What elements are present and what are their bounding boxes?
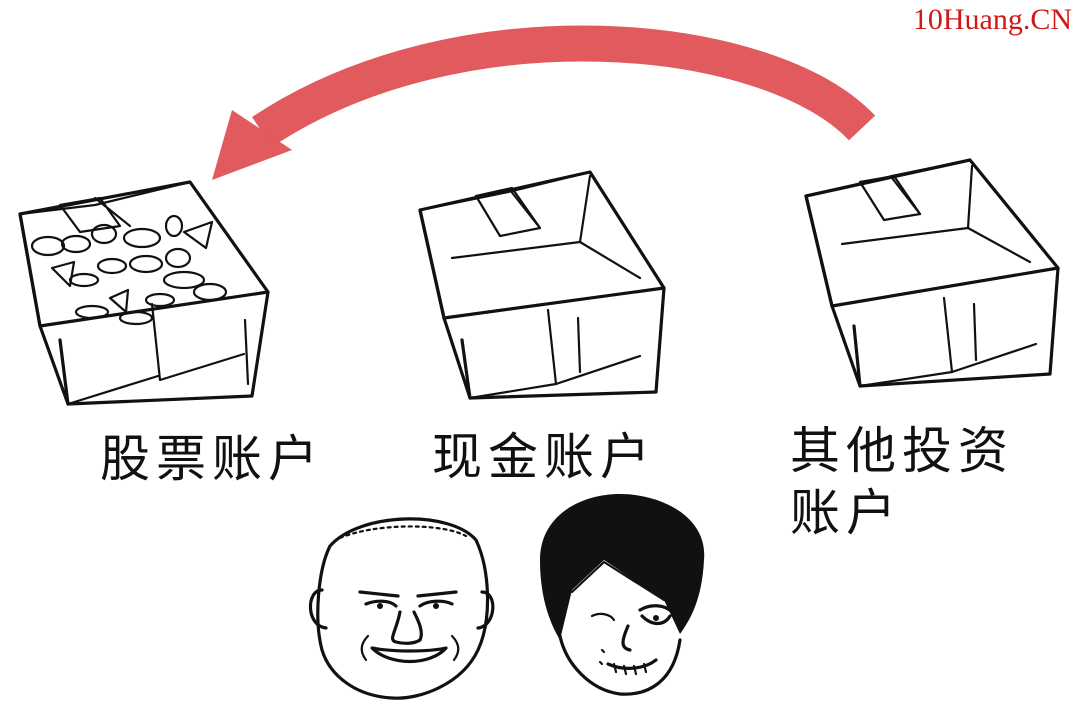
stock-account-label: 股票账户 [100,430,324,488]
other-investment-account-label: 其他投资 账户 [790,422,1014,542]
bald-man-face-icon [308,517,495,700]
other-box-icon [804,158,1060,388]
stock-box-icon [18,180,270,406]
cash-account-label: 现金账户 [432,428,656,486]
cash-box-icon [418,170,666,400]
long-hair-man-face-icon [540,494,705,696]
watermark: 10Huang.CN [912,3,1072,36]
curved-arrow-icon [212,25,876,180]
